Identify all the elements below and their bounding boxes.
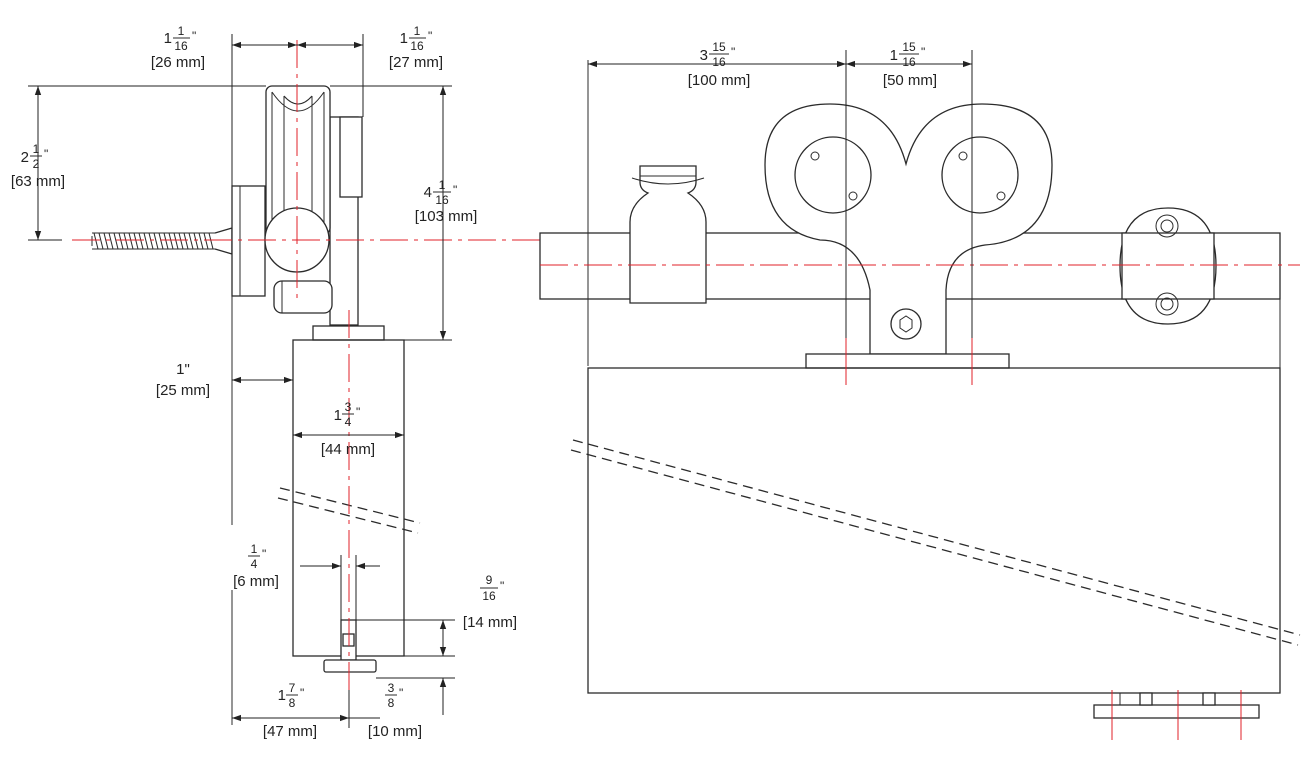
svg-text:1: 1	[400, 30, 408, 47]
svg-text:1: 1	[414, 24, 421, 38]
svg-text:9: 9	[486, 573, 493, 587]
break-line	[279, 487, 421, 524]
svg-text:[63 mm]: [63 mm]	[11, 173, 65, 190]
label-stop-to-hanger: 3 15 16 " [100 mm]	[688, 40, 751, 89]
wheel-left	[794, 136, 872, 214]
label-hanger-width: 1 15 16 " [50 mm]	[883, 40, 937, 89]
svg-text:": "	[300, 686, 304, 700]
svg-text:": "	[44, 147, 48, 161]
wall-bracket	[1119, 207, 1217, 325]
svg-text:1: 1	[439, 178, 446, 192]
break-line-front	[572, 439, 1301, 636]
door-panel	[587, 367, 1281, 694]
floor-guide	[323, 619, 377, 673]
lag-screw	[91, 227, 233, 255]
svg-text:3: 3	[345, 400, 352, 414]
svg-text:16: 16	[410, 39, 424, 53]
svg-text:1: 1	[890, 47, 898, 64]
svg-text:16: 16	[712, 55, 726, 69]
hanger-bolt	[890, 308, 922, 340]
svg-text:": "	[399, 686, 403, 700]
svg-text:3: 3	[700, 47, 708, 64]
svg-text:1: 1	[334, 407, 342, 424]
svg-text:[26 mm]: [26 mm]	[151, 54, 205, 71]
hanger	[764, 103, 1053, 355]
svg-text:16: 16	[482, 589, 496, 603]
svg-text:4: 4	[345, 415, 352, 429]
svg-text:": "	[428, 29, 432, 43]
svg-text:16: 16	[435, 193, 449, 207]
svg-text:3: 3	[388, 681, 395, 695]
svg-text:2: 2	[33, 157, 40, 171]
hanger-plate	[805, 353, 1010, 369]
svg-text:1: 1	[178, 24, 185, 38]
svg-text:7: 7	[289, 681, 296, 695]
svg-text:": "	[731, 45, 735, 59]
svg-text:1: 1	[251, 542, 258, 556]
svg-text:1: 1	[164, 30, 172, 47]
svg-text:15: 15	[902, 40, 916, 54]
svg-text:": "	[921, 45, 925, 59]
svg-text:16: 16	[174, 39, 188, 53]
label-offset-depth: 1 1 16 " [27 mm]	[389, 24, 443, 71]
wheel-side	[265, 85, 331, 235]
front-view	[539, 50, 1301, 740]
door-stop	[629, 165, 707, 304]
svg-text:1": 1"	[176, 361, 190, 378]
svg-text:1: 1	[33, 142, 40, 156]
svg-text:2: 2	[21, 149, 29, 166]
svg-text:": "	[262, 547, 266, 561]
svg-text:[100 mm]: [100 mm]	[688, 72, 751, 89]
svg-text:[10 mm]: [10 mm]	[368, 723, 422, 740]
label-wall-clearance: 1" [25 mm]	[156, 361, 210, 399]
label-wheel-depth: 1 1 16 " [26 mm]	[151, 24, 205, 71]
wheel-right	[941, 136, 1019, 214]
svg-text:": "	[356, 405, 360, 419]
label-guide-width: 1 4 " [6 mm]	[233, 542, 279, 590]
svg-text:[25 mm]: [25 mm]	[156, 382, 210, 399]
svg-text:15: 15	[712, 40, 726, 54]
svg-text:": "	[453, 183, 457, 197]
svg-text:[103 mm]: [103 mm]	[415, 208, 478, 225]
svg-text:": "	[192, 29, 196, 43]
svg-text:4: 4	[424, 184, 432, 201]
svg-text:[50 mm]: [50 mm]	[883, 72, 937, 89]
svg-text:4: 4	[251, 557, 258, 571]
svg-text:8: 8	[388, 696, 395, 710]
label-groove-depth: 9 16 " [14 mm]	[463, 573, 517, 631]
svg-text:16: 16	[902, 55, 916, 69]
svg-text:1: 1	[278, 687, 286, 704]
strap-bend	[339, 116, 363, 198]
spacer-washer	[231, 185, 266, 297]
anti-jump-block	[273, 280, 333, 314]
svg-text:[27 mm]: [27 mm]	[389, 54, 443, 71]
svg-text:[14 mm]: [14 mm]	[463, 614, 517, 631]
svg-text:[44 mm]: [44 mm]	[321, 441, 375, 458]
floor-guide-front	[1093, 692, 1260, 719]
svg-text:8: 8	[289, 696, 296, 710]
side-view	[28, 34, 540, 728]
svg-text:[47 mm]: [47 mm]	[263, 723, 317, 740]
label-floor-offset: 1 7 8 " [47 mm]	[263, 681, 317, 740]
label-guide-gap: 3 8 " [10 mm]	[368, 681, 422, 740]
label-bracket-height: 2 1 2 " [63 mm]	[11, 142, 65, 190]
label-door-thickness: 1 3 4 " [44 mm]	[321, 400, 375, 458]
label-total-height: 4 1 16 " [103 mm]	[415, 178, 478, 225]
svg-text:": "	[500, 579, 504, 593]
svg-text:[6 mm]: [6 mm]	[233, 573, 279, 590]
